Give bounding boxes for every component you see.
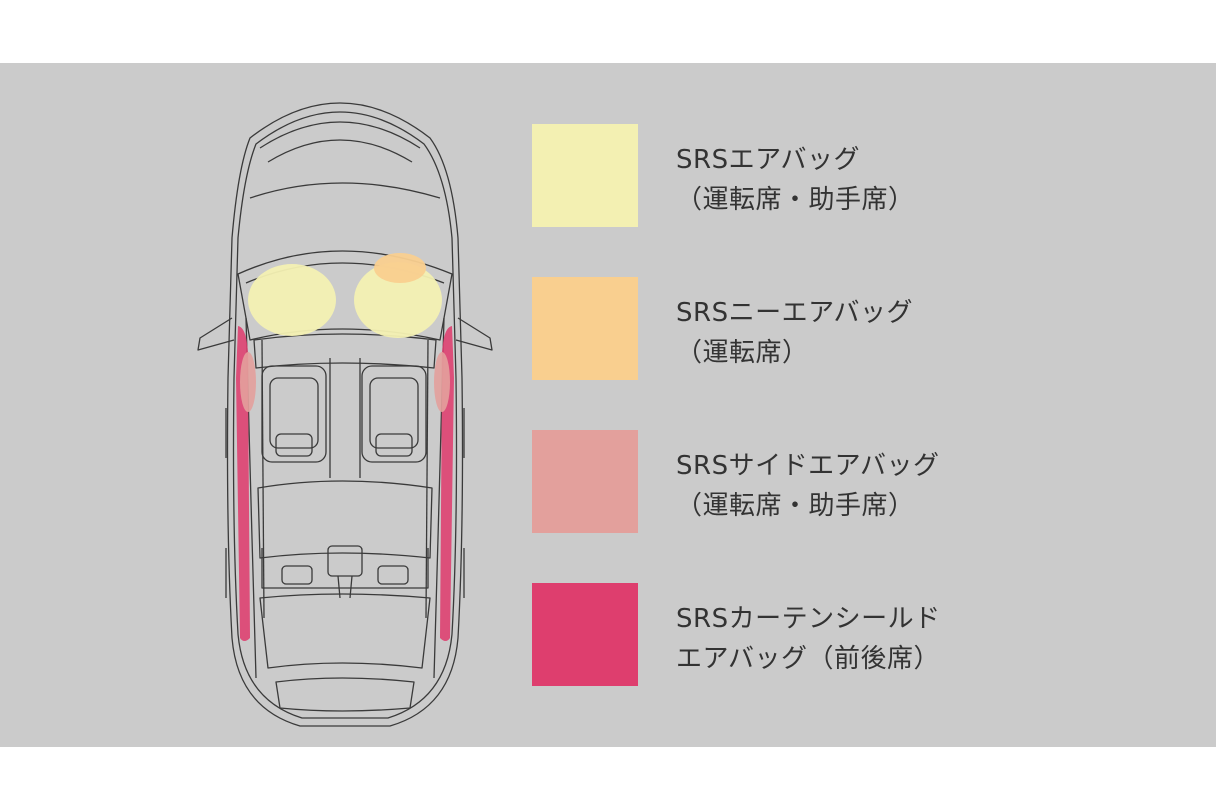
driver-seat bbox=[261, 365, 327, 463]
legend-item: SRSサイドエアバッグ （運転席・助手席） bbox=[532, 430, 1092, 533]
legend-swatch-knee-airbag bbox=[532, 277, 638, 380]
legend-item: SRSニーエアバッグ （運転席） bbox=[532, 277, 1092, 380]
passenger-airbag bbox=[354, 262, 442, 338]
rear-seat bbox=[257, 480, 433, 559]
right-mirror bbox=[455, 317, 493, 351]
legend-label-line2: エアバッグ（前後席） bbox=[676, 644, 940, 674]
knee-airbag bbox=[374, 253, 426, 283]
legend-label-line2: （運転席・助手席） bbox=[676, 491, 915, 521]
passenger-seat bbox=[361, 365, 427, 463]
legend-item: SRSエアバッグ （運転席・助手席） bbox=[532, 124, 1092, 227]
legend-label-line1: SRSカーテンシールド bbox=[676, 604, 941, 634]
legend-label-line1: SRSサイドエアバッグ bbox=[676, 451, 940, 481]
left-mirror bbox=[197, 317, 235, 351]
legend-label: SRSカーテンシールド エアバッグ（前後席） bbox=[676, 599, 941, 679]
legend-item: SRSカーテンシールド エアバッグ（前後席） bbox=[532, 583, 1092, 686]
legend-label: SRSニーエアバッグ （運転席） bbox=[676, 293, 913, 373]
legend-swatch-front-airbag bbox=[532, 124, 638, 227]
diagram-panel: SRSエアバッグ （運転席・助手席） SRSニーエアバッグ （運転席） SRSサ… bbox=[0, 63, 1216, 747]
car-body-outline bbox=[226, 102, 464, 727]
rear-window bbox=[259, 593, 431, 669]
legend-swatch-side-airbag bbox=[532, 430, 638, 533]
legend-label-line2: （運転席・助手席） bbox=[676, 185, 915, 215]
legend-label-line1: SRSニーエアバッグ bbox=[676, 298, 914, 328]
legend-label: SRSサイドエアバッグ （運転席・助手席） bbox=[676, 446, 940, 526]
legend-label-line2: （運転席） bbox=[676, 338, 809, 368]
car-top-view-illustration bbox=[197, 102, 493, 727]
legend-label: SRSエアバッグ （運転席・助手席） bbox=[676, 140, 915, 220]
legend-swatch-curtain-airbag bbox=[532, 583, 638, 686]
airbag-legend: SRSエアバッグ （運転席・助手席） SRSニーエアバッグ （運転席） SRSサ… bbox=[532, 124, 1092, 686]
right-side-airbag bbox=[434, 352, 450, 412]
legend-label-line1: SRSエアバッグ bbox=[676, 145, 861, 175]
left-side-airbag bbox=[240, 352, 256, 412]
driver-airbag bbox=[248, 264, 336, 336]
